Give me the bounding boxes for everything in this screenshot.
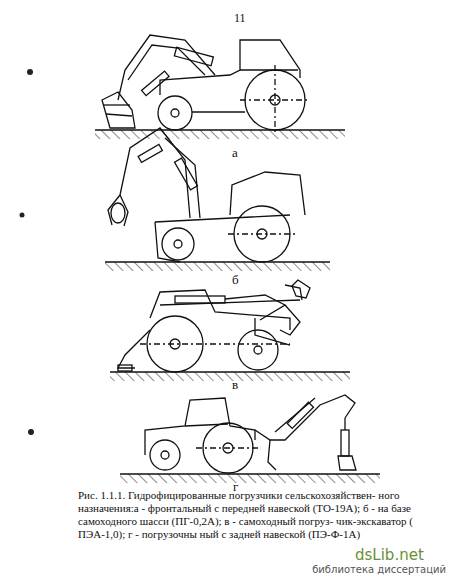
page-number: 11 [234, 11, 246, 26]
figure-caption: Рис. 1.1.1. Гидрофицированные погрузчики… [78, 489, 423, 541]
figure-letter: в [232, 377, 238, 393]
scan-marks [20, 69, 35, 435]
self-propelled-chassis-loader [105, 128, 330, 271]
watermark: dsLib.net [355, 546, 424, 564]
rear-mounted-loader [120, 395, 380, 483]
figure-letter: б [232, 272, 239, 288]
watermark: библиотека диссертаций [312, 564, 446, 575]
loader-excavator [110, 280, 350, 381]
figure-letter: а [232, 145, 238, 161]
tractor-front-loader [95, 35, 345, 139]
